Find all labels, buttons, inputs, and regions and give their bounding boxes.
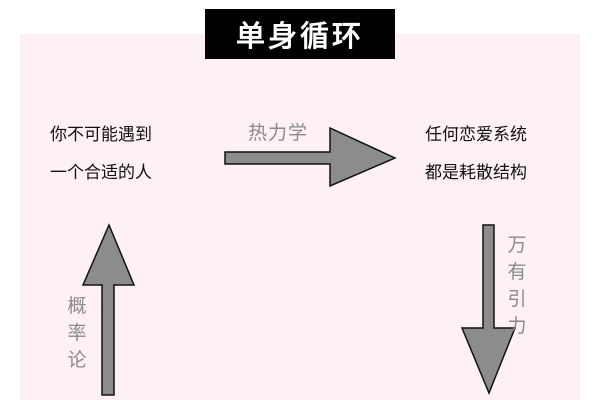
edge-label-left: 概率论: [67, 295, 87, 371]
node-left-line1: 你不可能遇到: [50, 125, 152, 145]
arrow-down-shape: [460, 224, 517, 395]
node-right: 任何恋爱系统 都是耗散结构: [425, 116, 527, 192]
node-right-line1: 任何恋爱系统: [425, 125, 527, 145]
diagram-title: 单身循环: [205, 9, 395, 59]
edge-label-top: 热力学: [248, 122, 309, 144]
node-right-line2: 都是耗散结构: [425, 163, 527, 183]
node-left-line2: 一个合适的人: [50, 163, 152, 183]
node-left: 你不可能遇到 一个合适的人: [50, 116, 152, 192]
edge-label-right: 万有引力: [507, 234, 527, 337]
arrow-up-shape: [81, 223, 136, 396]
arrow-right-shape: [224, 126, 397, 188]
